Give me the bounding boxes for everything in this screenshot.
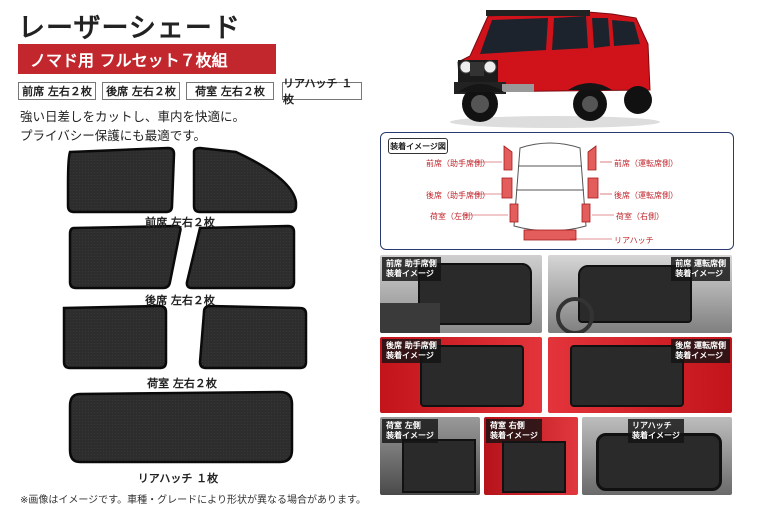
diagram-label-rear-driver: 後席（運転席側） <box>614 191 678 200</box>
photo-caption-line2: 装着イメージ <box>386 269 434 278</box>
diagram-label-cargo-right: 荷室（右側） <box>616 212 664 221</box>
shade-rear-hatch <box>68 390 294 464</box>
diagram-rear-right <box>587 177 599 199</box>
label-hatch: リアハッチ １枚 <box>137 472 219 485</box>
photo-caption-line1: 後席 運転席側 <box>675 341 726 350</box>
description-line-2: プライバシー保護にも最適です。 <box>20 128 207 143</box>
shade-front-right <box>192 146 298 214</box>
diagram-cargo-left <box>509 203 519 223</box>
diagram-label-hatch: リアハッチ <box>614 236 654 245</box>
diagram-cargo-right <box>581 203 591 223</box>
shade-panels <box>62 146 308 464</box>
photo-cargo-left: 荷室 左側 装着イメージ <box>380 417 480 495</box>
shade-rear-left <box>68 224 182 290</box>
photo-caption-line1: 前席 運転席側 <box>675 259 726 268</box>
diagram-title: 装着イメージ図 <box>388 138 448 154</box>
photo-caption-line1: 荷室 右側 <box>490 421 525 430</box>
vehicle-top-view <box>501 142 599 241</box>
photo-caption-line2: 装着イメージ <box>632 431 680 440</box>
photo-front-driver: 前席 運転席側 装着イメージ <box>548 255 732 333</box>
photo-caption-line1: 後席 助手席側 <box>386 341 437 350</box>
tag-cargo: 荷室 左右２枚 <box>186 82 274 100</box>
diagram-front-left <box>503 145 513 171</box>
shade-front-left <box>66 146 176 214</box>
tag-hatch: リアハッチ １枚 <box>282 77 362 106</box>
photo-caption-line2: 装着イメージ <box>675 351 724 360</box>
diagram-leader-lines <box>464 161 614 240</box>
photo-rear-hatch: リアハッチ 装着イメージ <box>582 417 732 495</box>
photo-caption-line1: リアハッチ <box>632 421 672 430</box>
shade-rear-right <box>185 224 296 290</box>
photo-caption-line2: 装着イメージ <box>386 351 434 360</box>
photo-caption-line2: 装着イメージ <box>490 431 538 440</box>
tag-front: 前席 左右２枚 <box>18 82 96 100</box>
page-title: レーザーシェード <box>18 13 241 44</box>
tag-rear: 後席 左右２枚 <box>102 82 180 100</box>
photo-caption-line2: 装着イメージ <box>675 269 724 278</box>
diagram-front-right <box>587 145 597 171</box>
label-cargo: 荷室 左右２枚 <box>147 377 217 390</box>
photo-rear-driver: 後席 運転席側 装着イメージ <box>548 337 732 413</box>
diagram-label-cargo-left: 荷室（左側） <box>430 212 478 221</box>
photo-caption-line1: 前席 助手席側 <box>386 259 437 268</box>
photo-caption-line2: 装着イメージ <box>386 431 434 440</box>
vehicle-image <box>450 10 660 128</box>
photo-caption-line1: 荷室 左側 <box>386 421 421 430</box>
product-banner: ノマド用 フルセット７枚組 <box>18 44 276 74</box>
diagram-hatch <box>523 229 577 241</box>
diagram-label-front-driver: 前席（運転席側） <box>614 159 678 168</box>
label-rear: 後席 左右２枚 <box>145 294 215 307</box>
disclaimer-note: ※画像はイメージです。車種・グレードにより形状が異なる場合があります。 <box>20 495 366 506</box>
photo-rear-passenger: 後席 助手席側 装着イメージ <box>380 337 542 413</box>
diagram-label-front-passenger: 前席（助手席側） <box>426 159 490 168</box>
photo-front-passenger: 前席 助手席側 装着イメージ <box>380 255 542 333</box>
shade-cargo-right <box>198 304 308 370</box>
description-line-1: 強い日差しをカットし、車内を快適に。 <box>20 109 246 124</box>
diagram-label-rear-passenger: 後席（助手席側） <box>426 191 490 200</box>
shade-cargo-left <box>62 304 168 370</box>
diagram-rear-left <box>501 177 513 199</box>
photo-cargo-right: 荷室 右側 装着イメージ <box>484 417 578 495</box>
label-front: 前席 左右２枚 <box>145 216 215 229</box>
